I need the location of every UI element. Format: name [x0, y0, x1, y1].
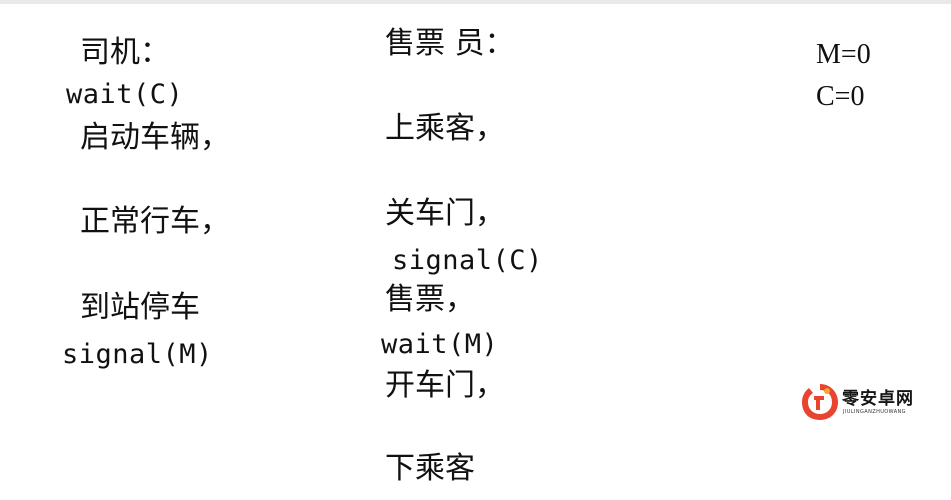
- semaphore-m-init: M=0: [816, 39, 871, 70]
- conductor-line-signal-c: signal(C): [392, 245, 543, 276]
- conductor-line-wait-m: wait(M): [381, 329, 499, 360]
- driver-line-wait-c: wait(C): [66, 79, 184, 110]
- site-watermark: 零安卓网 JIULINGANZHUOWANG: [800, 382, 914, 424]
- semaphore-c-init: C=0: [816, 81, 865, 112]
- watermark-name: 零安卓网: [842, 389, 914, 409]
- driver-line-normal-driving: 正常行车，: [80, 204, 230, 239]
- conductor-line-board-passengers: 上乘客，: [385, 111, 505, 146]
- conductor-line-alight-passengers: 下乘客: [385, 451, 475, 486]
- watermark-subtitle: JIULINGANZHUOWANG: [843, 409, 906, 415]
- conductor-line-sell-tickets: 售票，: [385, 282, 475, 317]
- top-border: [0, 0, 951, 4]
- driver-line-start-vehicle: 启动车辆，: [80, 120, 230, 155]
- driver-line-signal-m: signal(M): [62, 339, 213, 370]
- watermark-badge-icon: [802, 384, 838, 420]
- driver-line-stop-at-station: 到站停车: [80, 290, 200, 325]
- conductor-heading: 售票 员：: [385, 26, 515, 61]
- conductor-line-close-door: 关车门，: [385, 196, 505, 231]
- conductor-line-open-door: 开车门，: [385, 368, 505, 403]
- driver-heading: 司机：: [80, 35, 170, 70]
